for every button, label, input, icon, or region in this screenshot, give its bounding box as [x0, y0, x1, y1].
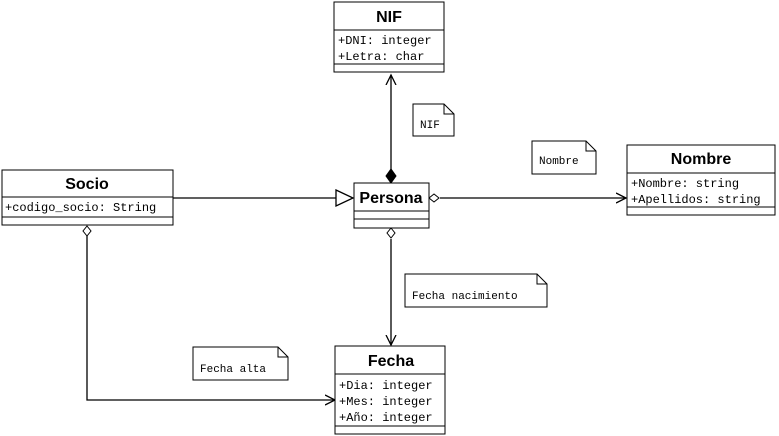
note-fecha-alta: Fecha alta	[192, 346, 289, 381]
note-nif-text: NIF	[420, 120, 440, 132]
class-socio[interactable]: Socio +codigo_socio: String	[1, 169, 174, 226]
class-nif-title: NIF	[376, 9, 402, 26]
class-persona-title: Persona	[359, 190, 422, 207]
class-socio-title: Socio	[65, 176, 109, 193]
composition-diamond-icon	[385, 168, 397, 184]
note-nif: NIF	[412, 103, 455, 137]
relation-persona-nombre	[428, 193, 626, 203]
class-nif-attribute: +DNI: integer	[338, 34, 432, 48]
note-nombre: Nombre	[531, 140, 597, 175]
class-nombre-attribute: +Nombre: string	[631, 177, 739, 191]
note-fecha-alta-text: Fecha alta	[200, 364, 266, 376]
aggregation-diamond-icon	[428, 193, 440, 203]
note-fecha-nacimiento: Fecha nacimiento	[404, 273, 548, 308]
generalization-triangle-icon	[335, 188, 355, 208]
relation-persona-nif	[385, 75, 397, 184]
class-socio-attribute: +codigo_socio: String	[5, 201, 156, 215]
class-fecha-attribute: +Mes: integer	[339, 395, 433, 409]
class-fecha-attribute: +Año: integer	[339, 411, 433, 425]
class-fecha-title: Fecha	[368, 353, 414, 370]
class-fecha[interactable]: Fecha +Dia: integer +Mes: integer +Año: …	[334, 345, 446, 435]
class-nombre-attribute: +Apellidos: string	[631, 193, 761, 207]
aggregation-diamond-icon	[82, 225, 92, 237]
class-nombre-title: Nombre	[671, 151, 732, 168]
class-fecha-attribute: +Dia: integer	[339, 379, 433, 393]
note-nombre-text: Nombre	[539, 156, 579, 168]
relation-persona-fecha	[386, 227, 396, 345]
class-nombre[interactable]: Nombre +Nombre: string +Apellidos: strin…	[626, 144, 776, 216]
relation-socio-persona	[173, 188, 355, 208]
class-nif[interactable]: NIF +DNI: integer +Letra: char	[333, 1, 445, 73]
class-persona[interactable]: Persona	[353, 182, 430, 229]
relation-socio-fecha	[82, 225, 335, 400]
class-nif-attribute: +Letra: char	[338, 50, 424, 64]
aggregation-diamond-icon	[386, 227, 396, 239]
note-fecha-nacimiento-text: Fecha nacimiento	[412, 291, 518, 303]
